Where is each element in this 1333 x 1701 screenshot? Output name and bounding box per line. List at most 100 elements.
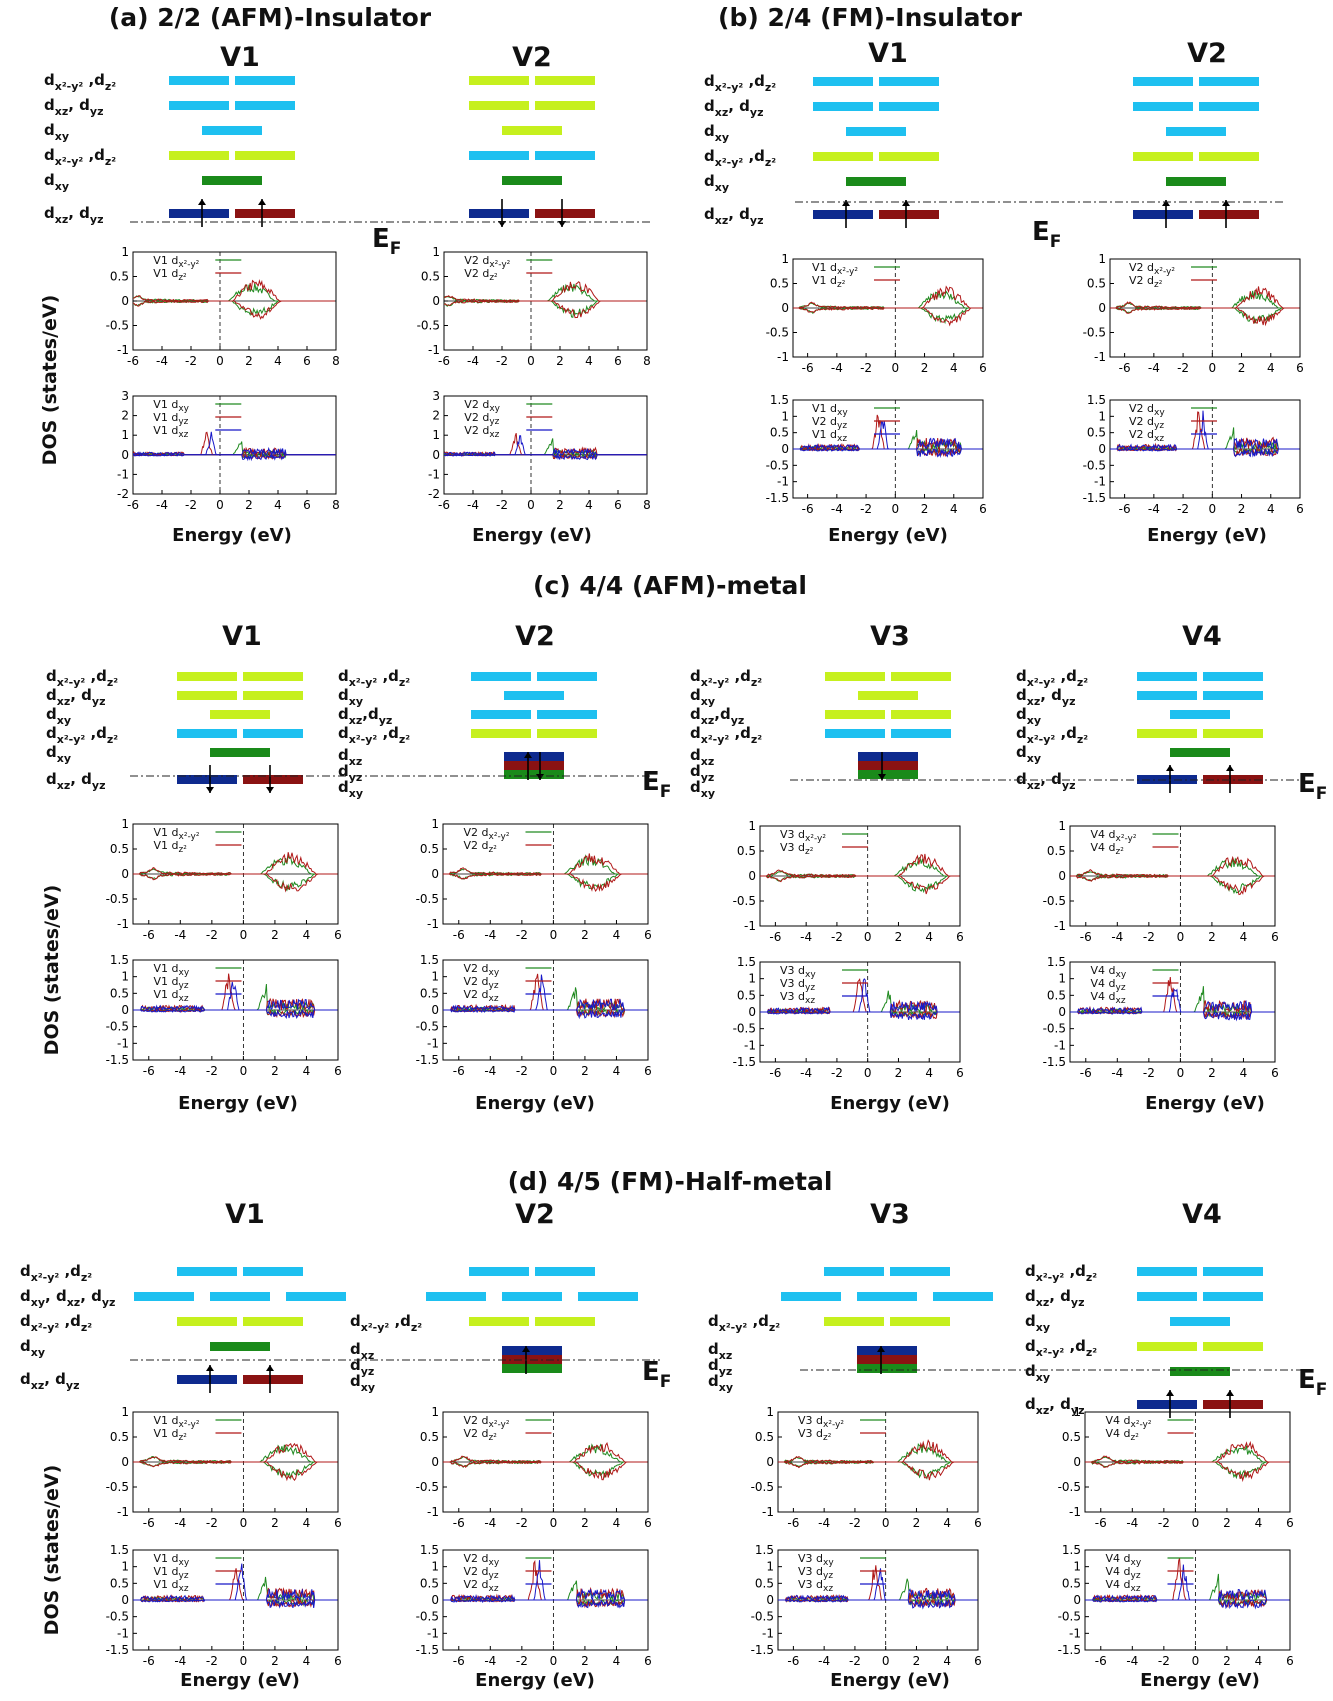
x-tick-label: 8 [332, 354, 340, 368]
level-bar-left [169, 209, 229, 218]
x-axis-label: Energy (eV) [1140, 1670, 1260, 1691]
legend-label: V3 dx²-y² [780, 828, 826, 844]
x-tick-label: 2 [1238, 502, 1246, 516]
level-label: dx²-y²​ ,dz²​ [1016, 724, 1088, 746]
y-tick-label: -1 [117, 467, 129, 481]
y-tick-label: 0.5 [420, 1430, 439, 1444]
level-bar-left [169, 151, 229, 160]
level-bar-right [243, 1317, 303, 1326]
y-tick-label: 1.5 [110, 953, 129, 967]
level-bar-left [471, 672, 531, 681]
y-tick-label: 1 [781, 252, 789, 266]
level-bar-right [891, 672, 951, 681]
site-label: V1 [868, 38, 908, 69]
y-tick-label: 1 [431, 1560, 439, 1574]
level-bar-right [1203, 691, 1263, 700]
x-tick-label: -6 [1119, 502, 1131, 516]
level-label: dx²-y²​ ,dz²​ [44, 146, 116, 168]
y-tick-label: 0 [121, 867, 129, 881]
dos-series-line [1110, 286, 1300, 309]
level-bar-right [235, 76, 295, 85]
level-label: dxy​ [1025, 1362, 1050, 1384]
y-tick-label: 1 [121, 817, 129, 831]
x-tick-label: 0 [550, 1654, 558, 1668]
x-tick-label: 6 [1271, 930, 1279, 944]
dos-series-line [133, 852, 338, 875]
y-tick-label: -0.5 [766, 458, 789, 472]
level-bar-left [1137, 691, 1197, 700]
dos-series-line [793, 285, 983, 309]
x-tick-label: 0 [550, 1516, 558, 1530]
level-label: dxy​ [704, 122, 729, 144]
x-tick-label: 2 [271, 1064, 279, 1078]
dos-series-line [443, 873, 648, 892]
level-bar [210, 748, 270, 757]
y-tick-label: 0 [1058, 1005, 1066, 1019]
level-label: dxz​,dyz​ [690, 705, 744, 727]
x-tick-label: -6 [143, 1064, 155, 1078]
x-tick-label: 4 [925, 930, 933, 944]
legend-label: V1 dx²-y² [153, 254, 199, 270]
level-bar-right [537, 672, 597, 681]
level-bar-right [535, 1317, 595, 1326]
y-tick-label: -0.5 [733, 894, 756, 908]
x-tick-label: -4 [1111, 1066, 1123, 1080]
level-label: dx²-y²​ ,dz²​ [704, 72, 776, 94]
x-tick-label: -4 [174, 1516, 186, 1530]
level-bar-right [235, 209, 295, 218]
x-tick-label: 2 [581, 1654, 589, 1668]
level-bar-right [537, 710, 597, 719]
fermi-label: EF [642, 1357, 671, 1392]
dos-series-line [1085, 1564, 1290, 1602]
x-tick-label: 4 [613, 928, 621, 942]
legend-label: V2 dz² [464, 1427, 498, 1443]
site-label: V2 [515, 621, 555, 652]
x-tick-label: 2 [913, 1516, 921, 1530]
level-bar-left [813, 210, 873, 219]
dos-series-line [133, 1461, 338, 1482]
y-tick-label: -1.5 [1058, 1643, 1081, 1657]
y-tick-label: -0.5 [1043, 1022, 1066, 1036]
y-axis-label: DOS (states/eV) [39, 295, 61, 466]
dos-series-line [133, 278, 335, 302]
x-tick-label: 0 [1192, 1654, 1200, 1668]
y-tick-label: 0 [121, 1003, 129, 1017]
level-bar [210, 710, 270, 719]
level-bar-left [469, 76, 529, 85]
y-tick-label: -1 [428, 467, 440, 481]
level-bar [1170, 1367, 1230, 1376]
x-tick-label: 0 [1208, 361, 1216, 375]
x-tick-label: -4 [1148, 361, 1160, 375]
level-bar-left [169, 76, 229, 85]
y-tick-label: 0.5 [770, 277, 789, 291]
legend-label: V4 dxz [1091, 990, 1126, 1006]
x-tick-label: 4 [925, 1066, 933, 1080]
y-tick-label: -1.5 [733, 1055, 756, 1069]
level-bar-left [177, 1267, 237, 1276]
level-label: dxy​, dxz​, dyz​ [20, 1287, 115, 1309]
x-tick-label: 6 [974, 1516, 982, 1530]
level-bar-left [813, 77, 873, 86]
x-axis-label: Energy (eV) [475, 1093, 595, 1114]
legend-label: V1 dxy [153, 398, 189, 414]
spin-arrowhead [878, 774, 886, 780]
x-tick-label: -2 [496, 354, 508, 368]
x-tick-label: -2 [860, 502, 872, 516]
y-tick-label: 1 [748, 972, 756, 986]
fermi-label: EF [372, 224, 401, 259]
x-tick-label: 2 [271, 1516, 279, 1530]
x-tick-label: -6 [802, 502, 814, 516]
x-tick-label: -4 [467, 354, 479, 368]
x-tick-label: -4 [174, 1654, 186, 1668]
legend-label: V4 dxz [1106, 1578, 1141, 1594]
level-bar-right [243, 1375, 303, 1384]
level-label: dyz​ [690, 762, 714, 784]
x-tick-label: 4 [1240, 1066, 1248, 1080]
panel-title: (c) 4/4 (AFM)-metal [533, 571, 807, 600]
x-tick-label: 2 [1223, 1516, 1231, 1530]
y-tick-label: -1 [1094, 350, 1106, 364]
dos-series-line [444, 453, 647, 461]
